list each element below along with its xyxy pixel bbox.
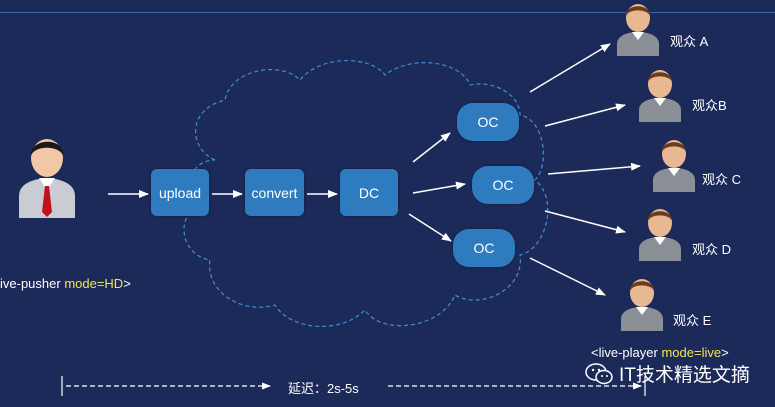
arrow-oc3-viewer-e bbox=[529, 257, 606, 296]
brand-watermark: IT技术精选文摘 bbox=[585, 360, 750, 387]
pusher-person-icon bbox=[19, 139, 75, 218]
arrow-dc-oc3 bbox=[408, 213, 452, 242]
viewer-c-label: 观众 C bbox=[702, 172, 742, 187]
delay-label: 延迟：2s-5s bbox=[288, 381, 359, 396]
wechat-icon bbox=[585, 362, 613, 384]
arrow-dc-oc2 bbox=[412, 181, 466, 194]
viewer-e-label: 观众 E bbox=[673, 313, 712, 328]
player-mode-value: mode=live bbox=[661, 345, 722, 360]
player-tag-suffix: > bbox=[721, 345, 729, 360]
delay-timeline bbox=[61, 376, 646, 396]
oc-node-1: OC bbox=[457, 103, 519, 141]
viewer-d-label: 观众 D bbox=[692, 242, 732, 257]
oc-node-3: OC bbox=[453, 229, 515, 267]
viewer-a-label: 观众 A bbox=[670, 34, 709, 49]
player-mode-label: <live-player mode=live> bbox=[591, 345, 729, 360]
viewer-c-person-icon bbox=[653, 140, 695, 192]
upload-node: upload bbox=[151, 169, 209, 216]
player-tag-prefix: <live-player bbox=[591, 345, 662, 360]
arrow-oc1-viewer-a bbox=[529, 43, 611, 93]
viewer-e-person-icon bbox=[621, 279, 663, 331]
viewer-a-person-icon bbox=[617, 4, 659, 56]
oc-node-2: OC bbox=[472, 166, 534, 204]
arrow-oc2-viewer-c bbox=[547, 162, 641, 175]
pusher-tag-suffix: > bbox=[123, 276, 131, 291]
viewer-b-label: 观众B bbox=[692, 98, 727, 113]
arrow-oc2-viewer-d bbox=[544, 210, 626, 234]
convert-node: convert bbox=[245, 169, 304, 216]
flow-arrows bbox=[108, 43, 641, 296]
arrow-dc-oc1 bbox=[412, 132, 451, 163]
pusher-tag-prefix: ive-pusher bbox=[0, 276, 65, 291]
dc-node: DC bbox=[340, 169, 398, 216]
top-divider bbox=[0, 12, 775, 13]
viewer-d-person-icon bbox=[639, 209, 681, 261]
viewer-b-person-icon bbox=[639, 70, 681, 122]
brand-text: IT技术精选文摘 bbox=[619, 365, 750, 386]
pusher-mode-label: ive-pusher mode=HD> bbox=[0, 276, 131, 291]
cdn-cloud bbox=[183, 59, 549, 328]
pusher-mode-value: mode=HD bbox=[64, 276, 124, 291]
arrow-oc1-viewer-b bbox=[544, 103, 626, 127]
